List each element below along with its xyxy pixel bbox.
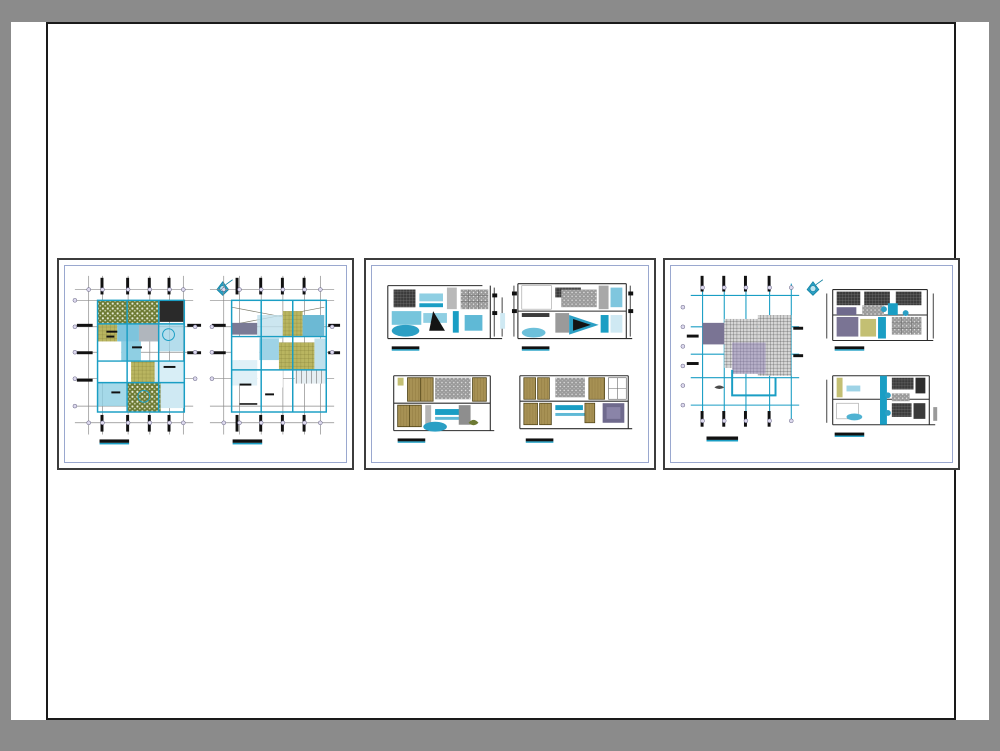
drawing-frame-sections-elevations[interactable] bbox=[364, 258, 656, 470]
frame-1-canvas bbox=[67, 268, 344, 460]
section-elevation-drawings bbox=[387, 283, 634, 443]
structural-drawings bbox=[680, 275, 938, 442]
scale-bar-right bbox=[232, 439, 263, 445]
front-elevation bbox=[393, 375, 495, 443]
drawing-frame-structural[interactable] bbox=[663, 258, 960, 470]
frame-3-canvas bbox=[673, 268, 950, 460]
ground-floor-furniture-plan bbox=[72, 275, 202, 435]
north-arrow bbox=[806, 279, 824, 296]
frame-2-canvas bbox=[374, 268, 646, 460]
structural-section-lower bbox=[826, 375, 938, 437]
drawing-sheet-strip bbox=[11, 258, 989, 473]
side-elevation bbox=[519, 375, 633, 443]
first-floor-furniture-plan bbox=[209, 275, 341, 435]
scale-bar-left bbox=[99, 439, 130, 445]
section-b-b bbox=[511, 283, 634, 351]
floor-plan-drawings bbox=[72, 275, 341, 445]
roof-framing-plan bbox=[680, 275, 804, 442]
section-a-a bbox=[387, 285, 506, 351]
drawing-frame-floor-plans[interactable] bbox=[57, 258, 354, 470]
structural-section-upper bbox=[826, 289, 934, 351]
document-page bbox=[11, 22, 989, 720]
